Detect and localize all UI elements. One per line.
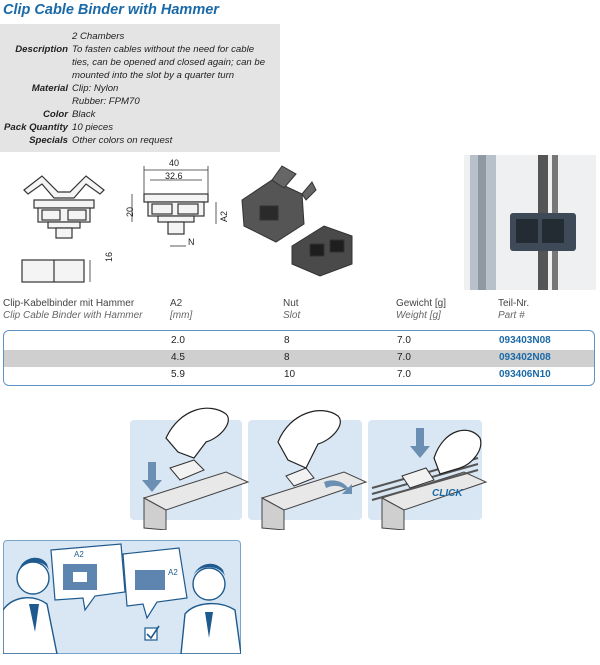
cell-weight: 7.0 (397, 335, 411, 346)
product-table: 2.0 8 7.0 093403N08 4.5 8 7.0 093402N08 … (3, 330, 595, 386)
drawing-dimensioned (131, 166, 217, 247)
spec-value: Clip: Nylon (72, 83, 119, 94)
spec-key: Specials (29, 135, 68, 146)
spec-key (0, 30, 72, 43)
spec-value: Black (72, 109, 96, 120)
spec-row-description: Description To fasten cables without the… (0, 43, 276, 82)
spec-value: mounted into the slot by a quarter turn (72, 70, 235, 81)
dim-a2-label: A2 (219, 210, 229, 222)
spec-value: Other colors on request (72, 135, 173, 146)
header-product: Clip-Kabelbinder mit Hammer Clip Cable B… (3, 298, 143, 321)
drawing-side-view (21, 259, 91, 283)
spec-key: Color (42, 109, 68, 120)
cell-part: 093402N08 (499, 352, 551, 363)
install-illustrations (142, 407, 488, 530)
cartoon-a2-label-2: A2 (168, 568, 178, 577)
dim-n-label: N (188, 237, 195, 247)
dim-20-label: 20 (125, 206, 135, 217)
spec-key: Pack Quantity (4, 122, 68, 133)
dim-16-label: 16 (104, 251, 114, 262)
cell-a2: 5.9 (171, 369, 185, 380)
spec-value: Rubber: FPM70 (72, 96, 140, 107)
spec-value: 10 pieces (72, 122, 114, 133)
spec-key: Description (15, 44, 68, 55)
spec-box: 2 Chambers Description To fasten cables … (0, 24, 280, 152)
cell-weight: 7.0 (397, 352, 411, 363)
cell-part: 093403N08 (499, 335, 551, 346)
dim-32-6-label: 32.6 (165, 171, 183, 181)
cell-slot: 8 (284, 335, 290, 346)
installed-photo (464, 155, 596, 290)
cell-a2: 2.0 (171, 335, 185, 346)
drawing-front-view (23, 175, 105, 239)
spec-row-chambers: 2 Chambers (0, 30, 276, 43)
header-a2: A2 [mm] (170, 298, 193, 321)
spec-value: To fasten cables without the need for ca… (72, 44, 255, 55)
spec-row-specials: Specials Other colors on request (0, 134, 276, 147)
spec-row-color: Color Black (0, 108, 276, 121)
cartoon-a2-label-1: A2 (74, 550, 84, 559)
spec-row-material: Material Clip: Nylon Rubber: FPM70 (0, 82, 276, 108)
header-weight: Gewicht [g] Weight [g] (396, 298, 447, 321)
product-render (241, 165, 353, 277)
table-row: 4.5 8 7.0 093402N08 (4, 350, 594, 367)
cell-slot: 8 (284, 352, 290, 363)
header-slot: Nut Slot (283, 298, 301, 321)
table-row: 5.9 10 7.0 093406N10 (4, 367, 594, 384)
cartoon-illustration (3, 543, 241, 654)
spec-value: ties, can be opened and closed again; ca… (72, 57, 266, 68)
table-header: Clip-Kabelbinder mit Hammer Clip Cable B… (0, 298, 600, 326)
spec-row-pack-quantity: Pack Quantity 10 pieces (0, 121, 276, 134)
spec-value: 2 Chambers (72, 31, 125, 42)
header-part: Teil-Nr. Part # (498, 298, 530, 321)
spec-key: Material (31, 83, 68, 94)
cell-slot: 10 (284, 369, 296, 380)
table-row: 2.0 8 7.0 093403N08 (4, 333, 594, 350)
cell-a2: 4.5 (171, 352, 185, 363)
product-title: Clip Cable Binder with Hammer (3, 2, 219, 18)
click-label: CLICK (432, 488, 463, 499)
dim-40-label: 40 (169, 158, 180, 168)
cell-weight: 7.0 (397, 369, 411, 380)
cell-part: 093406N10 (499, 369, 551, 380)
